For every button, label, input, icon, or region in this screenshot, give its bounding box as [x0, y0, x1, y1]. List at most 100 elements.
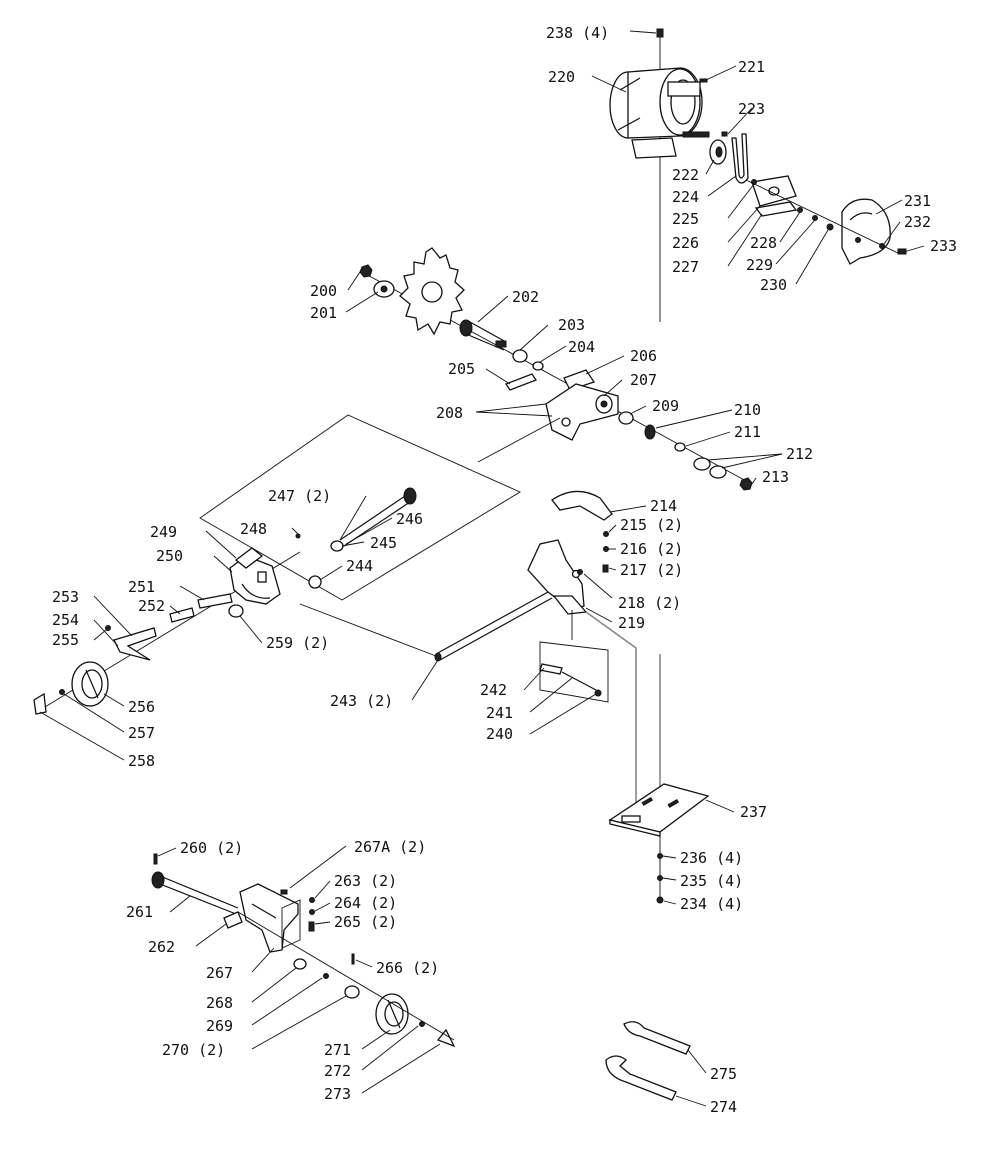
- callout-250: 250: [156, 547, 183, 565]
- callout-213: 213: [762, 468, 789, 486]
- callout-229: 229: [746, 256, 773, 274]
- callout-223: 223: [738, 100, 765, 118]
- part-252-sleeve: [169, 607, 195, 623]
- callout-228: 228: [750, 234, 777, 252]
- part-210-ring: [644, 424, 656, 440]
- callout-208: 208: [436, 404, 463, 422]
- callout-243: 243 (2): [330, 692, 393, 710]
- part-236-washer: [657, 853, 663, 859]
- callout-203: 203: [558, 316, 585, 334]
- part-219-trunnion: [527, 539, 588, 615]
- callout-267: 267: [206, 964, 233, 982]
- part-216-washer: [603, 546, 609, 552]
- part-201-flange: [373, 280, 395, 298]
- callout-242: 242: [480, 681, 507, 699]
- callout-259: 259 (2): [266, 634, 329, 652]
- part-224-belt: [731, 133, 749, 184]
- callout-241: 241: [486, 704, 513, 722]
- callout-205: 205: [448, 360, 475, 378]
- part-222-pulley: [709, 139, 727, 165]
- part-218-screw: [577, 569, 583, 575]
- callout-222: 222: [672, 166, 699, 184]
- callout-217: 217 (2): [620, 561, 683, 579]
- callout-252: 252: [138, 597, 165, 615]
- callout-268: 268: [206, 994, 233, 1012]
- callout-236: 236 (4): [680, 849, 743, 867]
- part-240-plate: [539, 641, 609, 703]
- callout-256: 256: [128, 698, 155, 716]
- callout-235: 235 (4): [680, 872, 743, 890]
- callout-216: 216 (2): [620, 540, 683, 558]
- callout-260: 260 (2): [180, 839, 243, 857]
- part-234-nut: [656, 896, 664, 904]
- part-229-washer: [812, 215, 818, 221]
- callout-202: 202: [512, 288, 539, 306]
- part-264-washer: [309, 909, 315, 915]
- callout-264: 264 (2): [334, 894, 397, 912]
- callout-244: 244: [346, 557, 373, 575]
- part-238-screw: [656, 28, 664, 38]
- callout-218: 218 (2): [618, 594, 681, 612]
- part-266-pin: [351, 953, 355, 965]
- part-226-bracket: [751, 175, 798, 217]
- callout-231: 231: [904, 192, 931, 210]
- part-200-nut: [359, 264, 373, 278]
- callout-257: 257: [128, 724, 155, 742]
- arbor-assembly: [359, 247, 753, 491]
- callout-273: 273: [324, 1085, 351, 1103]
- rear-trunnion-assembly: [527, 490, 661, 812]
- part-255-screw: [105, 625, 111, 631]
- part-262-collar: [223, 911, 243, 929]
- part-265-screw: [308, 921, 315, 932]
- part-270-collar: [344, 985, 360, 999]
- callout-247: 247 (2): [268, 487, 331, 505]
- callout-210: 210: [734, 401, 761, 419]
- callout-253: 253: [52, 588, 79, 606]
- callout-209: 209: [652, 397, 679, 415]
- callout-237: 237: [740, 803, 767, 821]
- part-245-collar: [330, 540, 344, 552]
- callout-219: 219: [618, 614, 645, 632]
- motor-assembly: [609, 28, 907, 322]
- callout-251: 251: [128, 578, 155, 596]
- part-209-bearing: [618, 411, 634, 425]
- part-274-wrench: [605, 1055, 677, 1101]
- callout-234: 234 (4): [680, 895, 743, 913]
- callout-220: 220: [548, 68, 575, 86]
- callout-211: 211: [734, 423, 761, 441]
- part-271-handwheel: [375, 993, 409, 1035]
- part-251-shaft: [197, 593, 233, 609]
- part-211-spacer: [674, 442, 686, 452]
- part-248-pin: [295, 533, 301, 539]
- callout-201: 201: [310, 304, 337, 322]
- callout-225: 225: [672, 210, 699, 228]
- callout-261: 261: [126, 903, 153, 921]
- callout-265: 265 (2): [334, 913, 397, 931]
- part-230-nut: [826, 223, 834, 231]
- part-261-rod-end: [151, 871, 165, 889]
- part-268-nut: [293, 958, 307, 970]
- callout-267A: 267A (2): [354, 838, 426, 856]
- callout-275: 275: [710, 1065, 737, 1083]
- part-221-key: [699, 78, 708, 83]
- part-215-washer: [603, 531, 609, 537]
- callout-232: 232: [904, 213, 931, 231]
- front-trunnion-assembly: [33, 487, 417, 715]
- callout-204: 204: [568, 338, 595, 356]
- part-244-ring: [308, 575, 322, 589]
- part-267A-pin: [280, 889, 288, 895]
- part-220-motor: [609, 67, 710, 159]
- base-frame-outline: [199, 414, 561, 601]
- callout-270: 270 (2): [162, 1041, 225, 1059]
- callout-246: 246: [396, 510, 423, 528]
- part-204-washer: [532, 361, 544, 371]
- callout-224: 224: [672, 188, 699, 206]
- callout-214: 214: [650, 497, 677, 515]
- part-263-washer: [309, 897, 315, 903]
- callout-274: 274: [710, 1098, 737, 1116]
- callout-245: 245: [370, 534, 397, 552]
- callout-215: 215 (2): [620, 516, 683, 534]
- part-267-bracket: [239, 883, 301, 953]
- callout-226: 226: [672, 234, 699, 252]
- part-206-spacer: [563, 369, 596, 391]
